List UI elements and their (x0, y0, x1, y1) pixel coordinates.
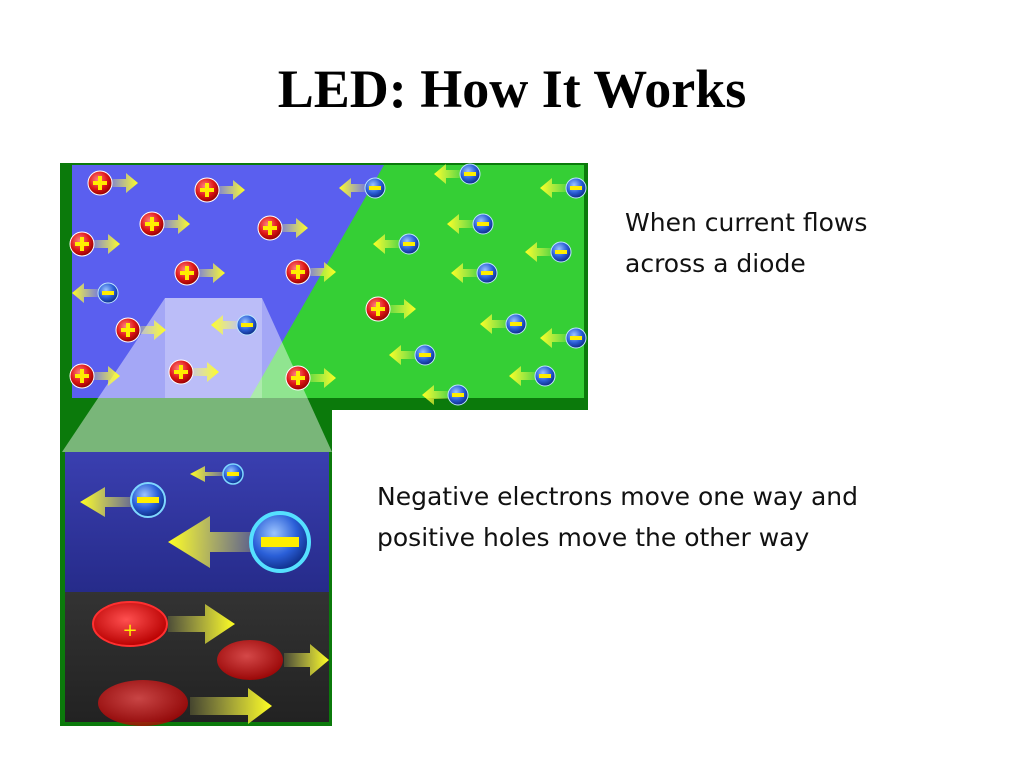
hole-plus-icon (257, 215, 308, 241)
hole-plus-icon (285, 365, 336, 391)
zoomed-carriers: + (80, 463, 329, 726)
hole-plus-icon (69, 231, 120, 257)
slide-title: LED: How It Works (277, 59, 747, 119)
hole-plus-icon (194, 177, 245, 203)
electron-minus-icon (373, 233, 420, 255)
hole-plus-icon: + (92, 601, 235, 647)
hole-plus-icon (87, 170, 138, 196)
electron-minus-icon (540, 177, 587, 199)
electron-minus-icon (447, 213, 494, 235)
caption-electrons-holes: Negative electrons move one way and posi… (377, 482, 859, 552)
electron-minus-icon (451, 262, 498, 284)
hole-plus-icon (115, 317, 166, 343)
electron-minus-icon (72, 282, 119, 304)
hole-plus-icon (139, 211, 190, 237)
diode-region (60, 163, 588, 410)
electron-minus-icon (80, 482, 166, 518)
carrier-particles (69, 163, 587, 406)
electron-minus-icon (540, 327, 587, 349)
hole-plus-icon (174, 260, 225, 286)
electron-minus-icon (509, 365, 556, 387)
hole-plus-icon (98, 680, 272, 726)
hole-plus-icon (217, 640, 329, 680)
svg-text:+: + (122, 620, 137, 641)
electron-minus-icon (211, 314, 258, 336)
hole-plus-icon (168, 359, 219, 385)
caption-current-flow: When current flows across a diode (625, 208, 868, 278)
electron-minus-icon (339, 177, 386, 199)
hole-plus-icon (365, 296, 416, 322)
hole-plus-icon (285, 259, 336, 285)
electron-minus-icon (190, 463, 244, 485)
electron-minus-icon (422, 384, 469, 406)
electron-minus-icon (525, 241, 572, 263)
electron-minus-icon (168, 511, 311, 573)
electron-minus-icon (389, 344, 436, 366)
hole-plus-icon (69, 363, 120, 389)
n-region (250, 165, 584, 398)
electron-minus-icon (480, 313, 527, 335)
electron-minus-icon (434, 163, 481, 185)
